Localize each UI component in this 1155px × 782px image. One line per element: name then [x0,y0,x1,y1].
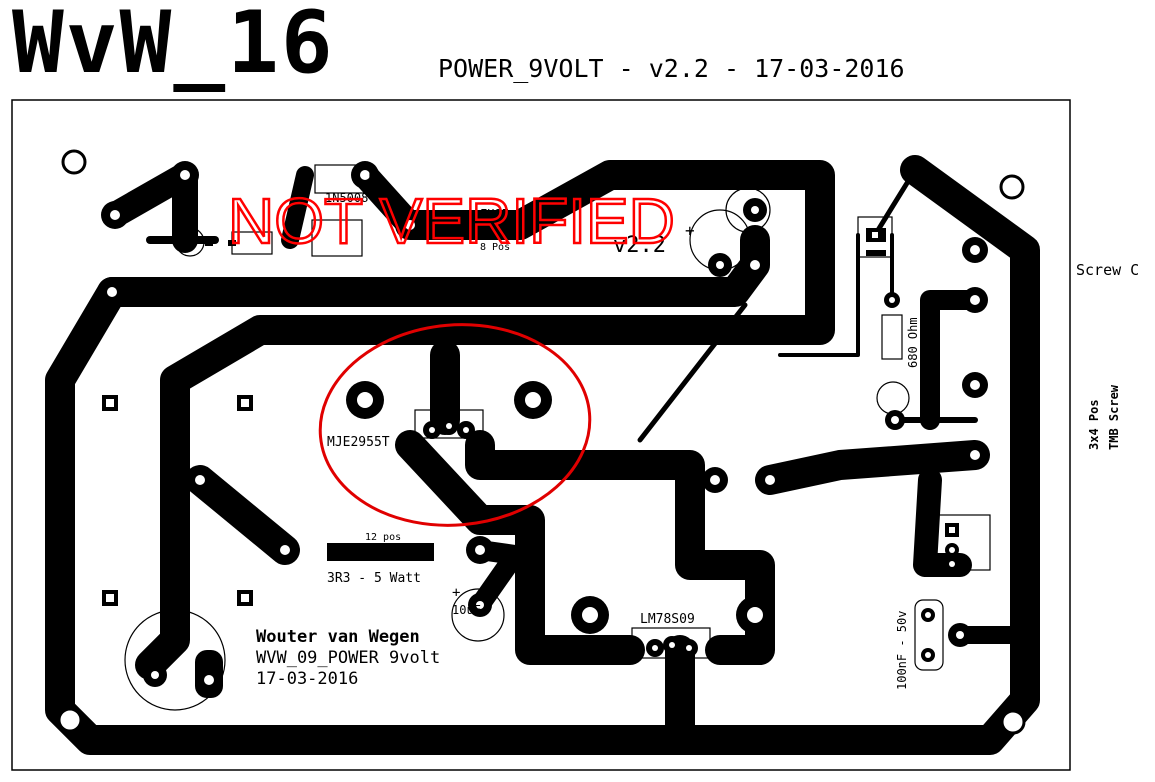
label-cap-plus-top: + [685,221,695,240]
label-cap-100nf: 100nF - 50v [895,611,909,690]
square-pad [195,650,223,698]
cap-10uf-outline [451,588,505,642]
label-cap-plus: + [452,585,460,601]
trace-thin-led [872,172,915,238]
label-resistor: 3R3 - 5 Watt [327,571,421,586]
trace-base [465,430,775,665]
label-date: 17-03-2016 [256,669,358,689]
label-transistor: MJE2955T [327,435,390,450]
terminal-outline [934,514,991,571]
bridge-outline [124,609,226,711]
label-regulator: LM78S09 [640,612,695,627]
mounting-holes [57,149,1026,735]
label-fuse-sub: 8 Pos [480,242,510,253]
fuse-holder-outline [311,219,363,257]
cap-outline-left [175,227,205,257]
fuse-outline [314,164,371,194]
ic-pins [205,228,959,662]
label-cap-value: 10uF [452,603,481,617]
label-terminal-1: 3x4 Pos [1087,399,1101,450]
trace-out-right [755,440,990,495]
component-outlines [124,164,991,711]
resistor-right-outline [881,314,903,360]
not-verified-stamp: NOT VERIFIED [228,185,675,257]
board-subtitle: POWER_9VOLT - v2.2 - 17-03-2016 [438,54,905,83]
label-version: v2.2 [613,233,666,258]
regulator-body [631,627,711,659]
trace-top-main [135,160,835,680]
transistor-body [414,409,484,439]
red-circle-annotation [318,323,592,527]
label-screw: Screw C [1076,261,1139,279]
label-terminal-2: TMB Screw [1107,384,1121,450]
resistor-3r3-body [327,543,434,561]
trace-input-mid [281,166,314,249]
label-resistor-pos: 12 pos [365,532,401,543]
board-outline [11,99,1071,771]
board-logo: WvW_16 [12,0,335,93]
label-fuse: FUSE [480,207,509,221]
label-project: WVW_09_POWER 9volt [256,648,440,668]
trace-diag-res [185,465,300,565]
big-cap-outline-2 [725,187,771,233]
cap-right-outline [914,599,944,671]
big-cap-outline [689,209,751,271]
trace-thin-diag [637,302,748,443]
led-outline [876,381,910,415]
label-resistor-680: 680 Ohm [906,317,920,368]
led-connector [857,216,893,258]
trace-thin-top [778,233,860,357]
label-author: Wouter van Wegen [256,627,420,647]
pads [98,161,988,698]
trace-ground-loop [45,155,1040,755]
trace-emitter [395,430,645,665]
heatsink-holes [346,381,774,634]
label-diode: 1N5008 [325,191,368,205]
trace-right-res [920,290,985,430]
